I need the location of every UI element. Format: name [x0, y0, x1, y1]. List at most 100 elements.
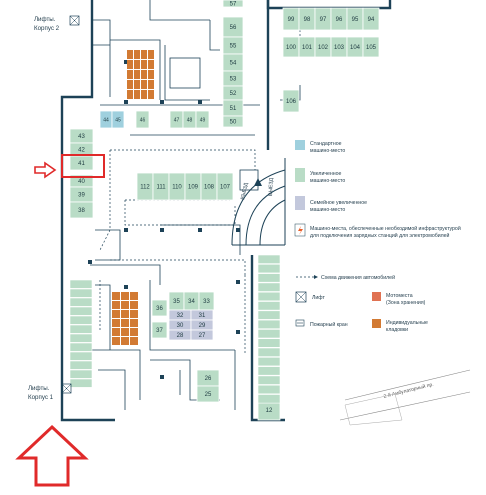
- storage-room[interactable]: [141, 80, 147, 89]
- storage-room[interactable]: [141, 90, 147, 99]
- storage-room[interactable]: [141, 60, 147, 69]
- parking-spot[interactable]: [69, 297, 93, 307]
- parking-spot[interactable]: [69, 324, 93, 334]
- parking-spot-48[interactable]: 48: [182, 110, 197, 129]
- parking-spot-45[interactable]: 45: [111, 110, 125, 129]
- storage-room[interactable]: [127, 50, 133, 59]
- parking-spot-28[interactable]: 28: [168, 329, 192, 341]
- parking-spot-105[interactable]: 105: [362, 36, 380, 58]
- parking-spot-54[interactable]: 54: [222, 53, 244, 72]
- parking-spot[interactable]: [257, 254, 281, 264]
- parking-spot-94[interactable]: 94: [362, 7, 380, 31]
- parking-spot-27[interactable]: 27: [190, 329, 214, 341]
- parking-spot-52[interactable]: 52: [222, 85, 244, 101]
- parking-spot-95[interactable]: 95: [346, 7, 364, 31]
- parking-spot-31[interactable]: 31: [190, 309, 214, 321]
- storage-room[interactable]: [148, 50, 154, 59]
- parking-spot-103[interactable]: 103: [330, 36, 348, 58]
- parking-spot-53[interactable]: 53: [222, 70, 244, 87]
- parking-spot-112[interactable]: 112: [136, 172, 154, 201]
- storage-room[interactable]: [112, 301, 120, 309]
- storage-room[interactable]: [134, 50, 140, 59]
- parking-spot-41[interactable]: 41: [69, 155, 94, 171]
- parking-spot-96[interactable]: 96: [330, 7, 348, 31]
- parking-spot[interactable]: [257, 347, 281, 357]
- parking-spot[interactable]: [257, 329, 281, 339]
- storage-room[interactable]: [134, 60, 140, 69]
- parking-spot-108[interactable]: 108: [200, 172, 218, 201]
- storage-room[interactable]: [130, 328, 138, 336]
- parking-spot-47[interactable]: 47: [169, 110, 184, 129]
- parking-spot-49[interactable]: 49: [195, 110, 210, 129]
- storage-room[interactable]: [112, 337, 120, 345]
- parking-spot[interactable]: [257, 301, 281, 311]
- storage-room[interactable]: [148, 70, 154, 79]
- parking-spot-50[interactable]: 50: [222, 115, 244, 128]
- parking-spot-107[interactable]: 107: [216, 172, 234, 201]
- parking-spot[interactable]: [69, 279, 93, 289]
- parking-spot-110[interactable]: 110: [168, 172, 186, 201]
- parking-spot[interactable]: [257, 282, 281, 292]
- parking-spot-38[interactable]: 38: [69, 201, 94, 219]
- parking-spot-32[interactable]: 32: [168, 309, 192, 321]
- parking-spot-99[interactable]: 99: [282, 7, 300, 31]
- parking-spot-29[interactable]: 29: [190, 319, 214, 331]
- storage-room[interactable]: [127, 70, 133, 79]
- parking-spot[interactable]: [257, 319, 281, 330]
- parking-spot[interactable]: [257, 384, 281, 395]
- storage-room[interactable]: [130, 337, 138, 345]
- parking-spot-98[interactable]: 98: [298, 7, 316, 31]
- storage-room[interactable]: [130, 292, 138, 300]
- parking-spot-26[interactable]: 26: [196, 369, 220, 387]
- storage-room[interactable]: [148, 60, 154, 69]
- storage-room[interactable]: [127, 90, 133, 99]
- parking-spot-100[interactable]: 100: [282, 36, 300, 58]
- parking-spot[interactable]: [257, 338, 281, 348]
- storage-room[interactable]: [121, 301, 129, 309]
- parking-spot-109[interactable]: 109: [184, 172, 202, 201]
- storage-room[interactable]: [134, 90, 140, 99]
- parking-spot[interactable]: [257, 263, 281, 274]
- parking-spot[interactable]: [257, 394, 281, 404]
- parking-spot[interactable]: [257, 310, 281, 320]
- parking-spot-30[interactable]: 30: [168, 319, 192, 331]
- parking-spot-36[interactable]: 36: [151, 299, 168, 317]
- storage-room[interactable]: [130, 301, 138, 309]
- storage-room[interactable]: [112, 319, 120, 327]
- storage-room[interactable]: [121, 292, 129, 300]
- storage-room[interactable]: [112, 310, 120, 318]
- parking-spot-57[interactable]: 57: [222, 0, 244, 8]
- storage-room[interactable]: [121, 310, 129, 318]
- parking-spot-37[interactable]: 37: [151, 321, 168, 339]
- storage-room[interactable]: [134, 80, 140, 89]
- parking-spot-97[interactable]: 97: [314, 7, 332, 31]
- storage-room[interactable]: [130, 310, 138, 318]
- parking-spot[interactable]: [69, 333, 93, 343]
- parking-spot[interactable]: [69, 351, 93, 361]
- storage-room[interactable]: [127, 60, 133, 69]
- parking-spot[interactable]: [257, 375, 281, 385]
- parking-spot[interactable]: [69, 306, 93, 316]
- storage-room[interactable]: [121, 337, 129, 345]
- parking-spot-42[interactable]: 42: [69, 142, 94, 157]
- parking-spot-44[interactable]: 44: [99, 110, 113, 129]
- parking-spot[interactable]: [69, 342, 93, 352]
- parking-spot-101[interactable]: 101: [298, 36, 316, 58]
- parking-spot-56[interactable]: 56: [222, 16, 244, 38]
- parking-spot-35[interactable]: 35: [168, 291, 185, 311]
- storage-room[interactable]: [130, 319, 138, 327]
- parking-spot-106[interactable]: 106: [282, 89, 300, 113]
- parking-spot-33[interactable]: 33: [198, 291, 215, 311]
- storage-room[interactable]: [121, 319, 129, 327]
- parking-spot-104[interactable]: 104: [346, 36, 364, 58]
- storage-room[interactable]: [148, 80, 154, 89]
- parking-spot[interactable]: [257, 291, 281, 302]
- parking-spot-43[interactable]: 43: [69, 128, 94, 144]
- storage-room[interactable]: [127, 80, 133, 89]
- parking-spot-51[interactable]: 51: [222, 99, 244, 117]
- parking-spot[interactable]: [257, 366, 281, 376]
- parking-spot[interactable]: [257, 273, 281, 283]
- parking-spot-12[interactable]: 12: [257, 399, 281, 421]
- parking-spot-34[interactable]: 34: [183, 291, 200, 311]
- storage-room[interactable]: [134, 70, 140, 79]
